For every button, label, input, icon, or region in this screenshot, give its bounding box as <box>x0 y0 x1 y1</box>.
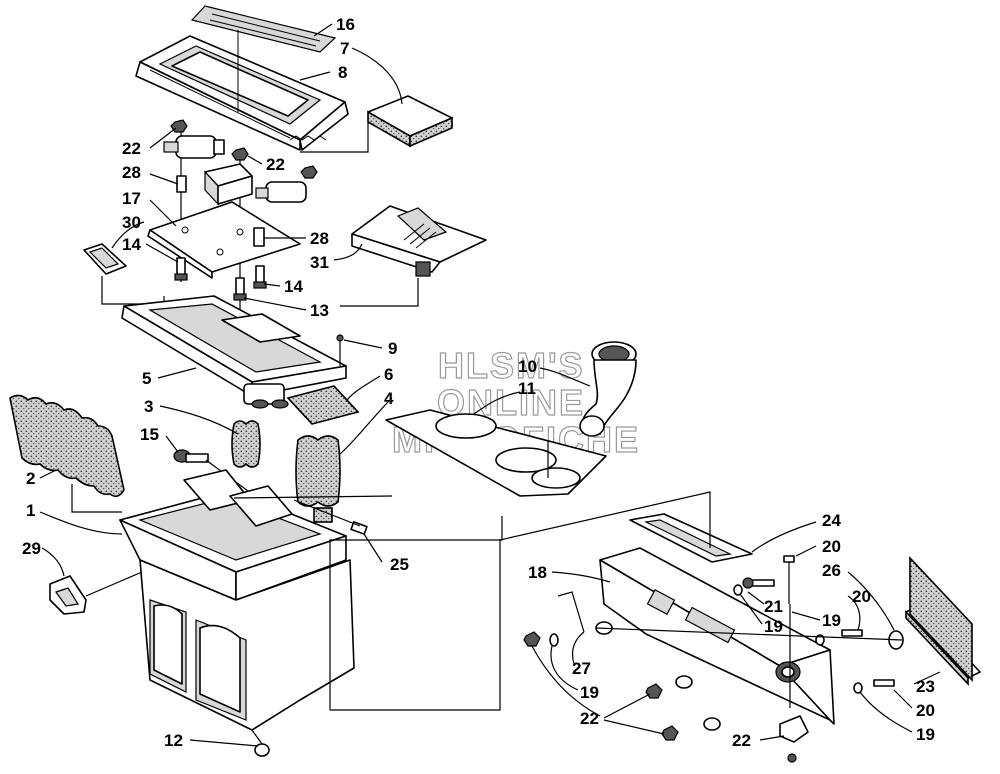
callout-10: 10 <box>518 357 537 376</box>
callout-26: 26 <box>822 561 841 580</box>
callout-18: 18 <box>528 563 547 582</box>
callout-22-duct: 22 <box>580 709 599 728</box>
part-2-foam-panel <box>9 394 125 498</box>
part-16-decal <box>190 5 337 53</box>
callout-4: 4 <box>384 389 394 408</box>
callout-7: 7 <box>340 39 349 58</box>
part-21-bolt <box>742 577 775 589</box>
callout-22-upper-left: 22 <box>122 139 141 158</box>
callout-28-right: 28 <box>310 229 329 248</box>
callout-24: 24 <box>822 511 841 530</box>
part-11-gasket-plate <box>385 409 607 497</box>
callout-30: 30 <box>122 213 141 232</box>
callout-6: 6 <box>384 365 393 384</box>
callout-labels: 16 7 8 22 22 28 17 30 28 14 31 14 13 9 1… <box>22 15 935 750</box>
callout-2: 2 <box>26 469 35 488</box>
callout-9: 9 <box>388 339 397 358</box>
part-31-intake-tray <box>340 205 487 307</box>
callout-29: 29 <box>22 539 41 558</box>
part-19-washer-duct-upper <box>549 633 559 647</box>
callout-19-left: 19 <box>764 617 783 636</box>
part-6-foam-strip <box>286 385 360 425</box>
callout-14-right: 14 <box>284 277 303 296</box>
callout-1: 1 <box>26 501 35 520</box>
callout-31: 31 <box>310 253 329 272</box>
part-22-nut-duct-upper <box>523 631 541 647</box>
part-3-foam-block <box>231 420 261 468</box>
assembly-lines <box>71 122 903 711</box>
solenoid-left <box>163 135 225 159</box>
callout-8: 8 <box>338 63 347 82</box>
callout-14-left: 14 <box>122 235 141 254</box>
part-8-airbox-cover <box>135 30 349 151</box>
part-28-spacer-left <box>176 175 187 193</box>
watermark-line-1: HLSM'S <box>438 345 585 386</box>
part-23-filter <box>905 555 981 687</box>
part-22-nut-duct-mid <box>645 675 693 699</box>
part-12-drain <box>254 743 270 757</box>
callout-20-top: 20 <box>822 537 841 556</box>
part-17-mounting-plate <box>147 201 301 279</box>
part-18-duct <box>599 547 835 725</box>
part-28-spacer-right <box>253 227 265 247</box>
callout-28-left: 28 <box>122 163 141 182</box>
part-22-nut-bottom <box>779 715 809 763</box>
part-14-bolt-left <box>174 257 188 281</box>
part-20-bolt-mid <box>841 629 863 637</box>
part-7-filter-pad <box>367 95 453 148</box>
part-27-rod <box>557 591 585 633</box>
callout-19-duct: 19 <box>580 683 599 702</box>
callout-23: 23 <box>916 677 935 696</box>
part-22-nut-upper-right <box>300 165 318 179</box>
part-9-screw <box>336 334 344 366</box>
callout-leaders <box>39 23 941 747</box>
part-19-washer-mid <box>815 634 825 646</box>
callout-11: 11 <box>518 379 536 398</box>
part-14-bolt-right <box>253 265 267 289</box>
callout-20-lower: 20 <box>916 701 935 720</box>
callout-12: 12 <box>164 731 183 750</box>
part-24-duct-gasket <box>629 513 753 563</box>
callout-19-right: 19 <box>822 611 841 630</box>
callout-21: 21 <box>764 597 783 616</box>
part-1-main-airbox <box>119 469 355 745</box>
callout-3: 3 <box>144 397 153 416</box>
part-29-clip <box>49 571 143 615</box>
callout-15: 15 <box>140 425 159 444</box>
callout-19-lower: 19 <box>916 725 935 744</box>
callout-17: 17 <box>122 189 141 208</box>
solenoid-right <box>255 181 307 203</box>
part-19-washer-lower <box>853 682 863 694</box>
part-30-grommet <box>83 243 165 305</box>
callout-13: 13 <box>310 301 329 320</box>
callout-5: 5 <box>142 369 151 388</box>
part-5-airbox-upper <box>121 295 347 409</box>
relay-box <box>204 163 253 206</box>
part-10-intake-elbow <box>579 341 637 437</box>
callout-22-bottom: 22 <box>732 731 751 750</box>
callout-16: 16 <box>336 15 355 34</box>
callout-20-mid: 20 <box>852 587 871 606</box>
part-19-washer-upper <box>733 584 743 596</box>
callout-25: 25 <box>390 555 409 574</box>
part-20-bolt-top <box>783 555 795 604</box>
part-22-nut-duct-lower <box>661 717 721 741</box>
callout-27: 27 <box>572 659 591 678</box>
callout-22-upper-right: 22 <box>266 155 285 174</box>
part-25-screw <box>293 499 368 535</box>
part-20-bolt-lower <box>873 679 895 687</box>
